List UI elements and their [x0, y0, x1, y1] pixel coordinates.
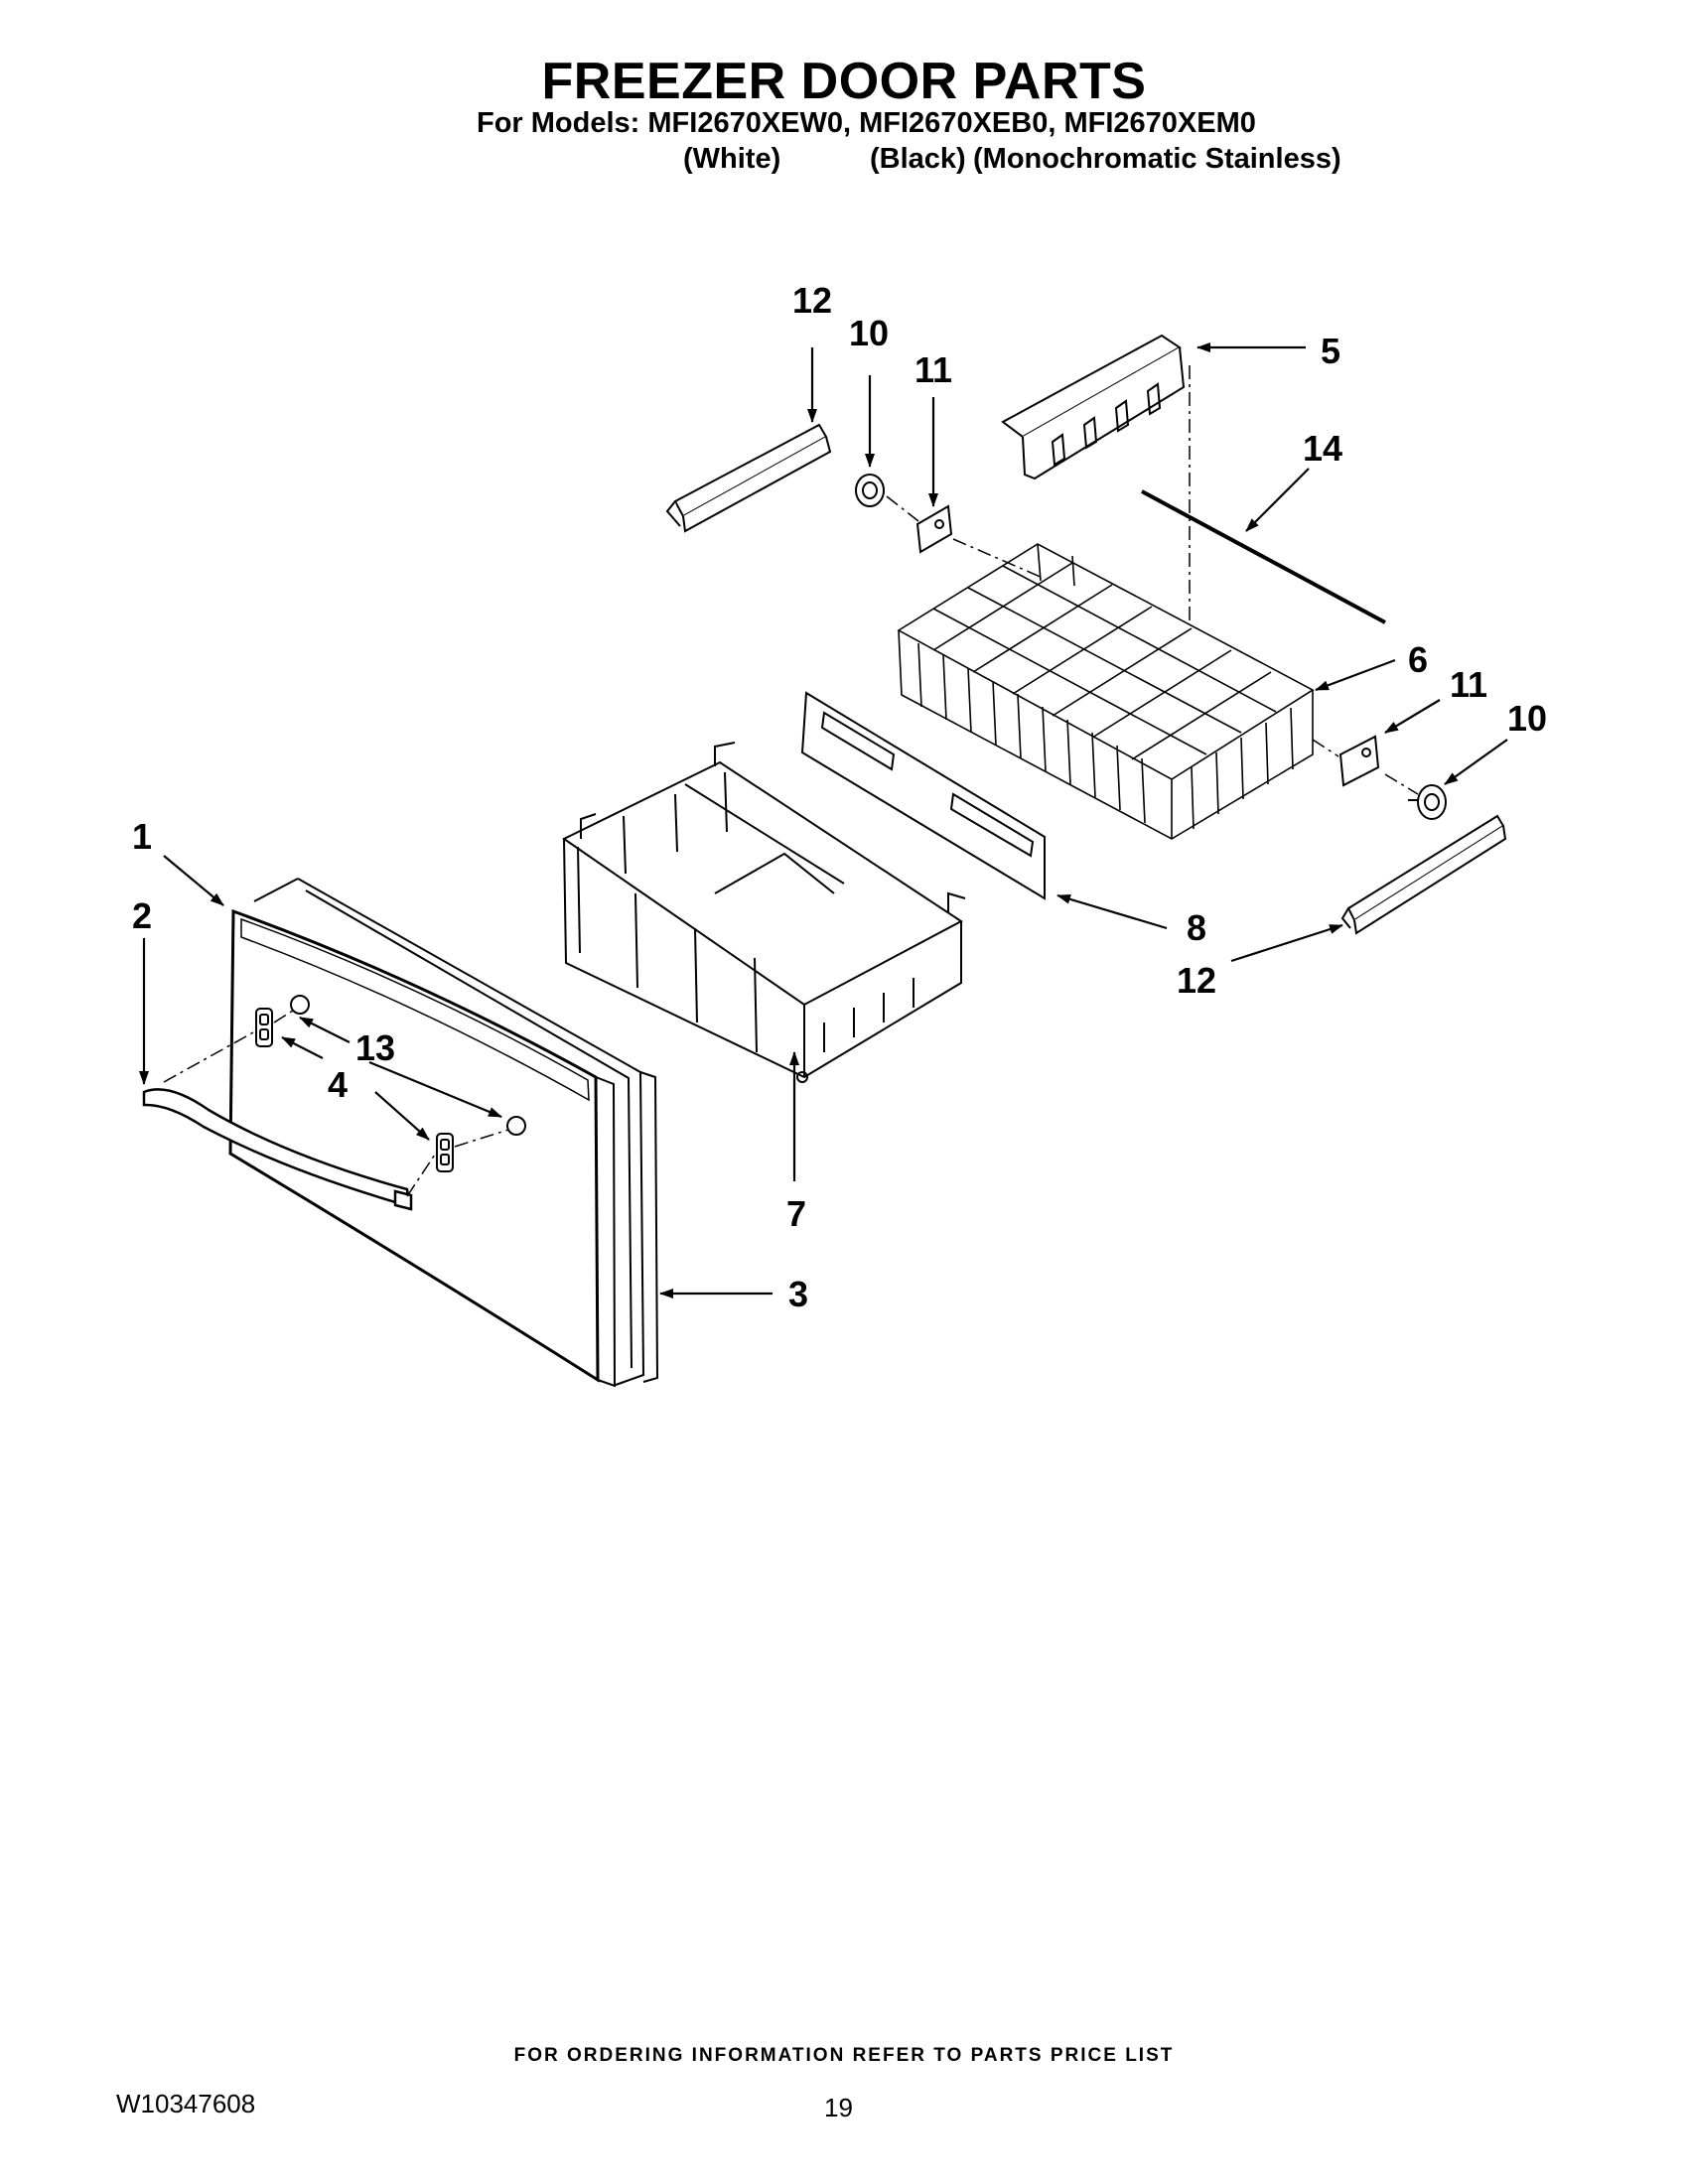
color-black-label: (Black)	[870, 143, 966, 175]
callout-8: 8	[1187, 907, 1206, 948]
callout-2: 2	[132, 895, 152, 936]
callout-12-top: 12	[792, 280, 832, 321]
wire-basket	[897, 543, 1315, 840]
callout-3: 3	[788, 1274, 808, 1314]
slide-rail-left	[665, 423, 832, 533]
handle-mounts	[255, 995, 526, 1172]
roller-bracket-left	[915, 504, 953, 554]
callout-13: 13	[355, 1027, 395, 1068]
door-handle	[142, 1088, 413, 1211]
callout-10-top: 10	[849, 313, 889, 353]
leader-arrows	[139, 342, 1508, 1298]
basket-rail	[1001, 334, 1186, 480]
document-number: W10347608	[116, 2089, 256, 2118]
callout-6: 6	[1408, 639, 1428, 680]
ordering-note: FOR ORDERING INFORMATION REFER TO PARTS …	[513, 2045, 1175, 2066]
callout-7: 7	[786, 1193, 806, 1234]
callout-1: 1	[132, 816, 152, 857]
door-gasket	[253, 878, 659, 1386]
basket-front-panel	[800, 691, 1046, 900]
callout-14: 14	[1303, 428, 1342, 469]
roller-wheel-right	[1408, 784, 1447, 820]
callout-5: 5	[1321, 331, 1340, 371]
models-line: For Models: MFI2670XEW0, MFI2670XEB0, MF…	[477, 107, 1256, 139]
page-title: FREEZER DOOR PARTS	[541, 53, 1147, 110]
roller-wheel-left	[855, 474, 885, 507]
lower-basket	[562, 742, 966, 1083]
color-white-label: (White)	[683, 143, 781, 175]
callout-10-right: 10	[1507, 698, 1547, 739]
roller-bracket-right	[1338, 735, 1380, 787]
callout-11-top: 11	[914, 349, 952, 390]
callout-12-right: 12	[1177, 960, 1216, 1001]
page-number: 19	[824, 2093, 853, 2122]
slide-rail-right	[1340, 814, 1507, 935]
color-stainless-label: (Monochromatic Stainless)	[973, 143, 1341, 175]
callout-4: 4	[328, 1064, 348, 1105]
basket-rod	[1141, 489, 1386, 624]
assembly-lines	[163, 365, 1419, 1197]
callout-11-right: 11	[1450, 664, 1487, 705]
